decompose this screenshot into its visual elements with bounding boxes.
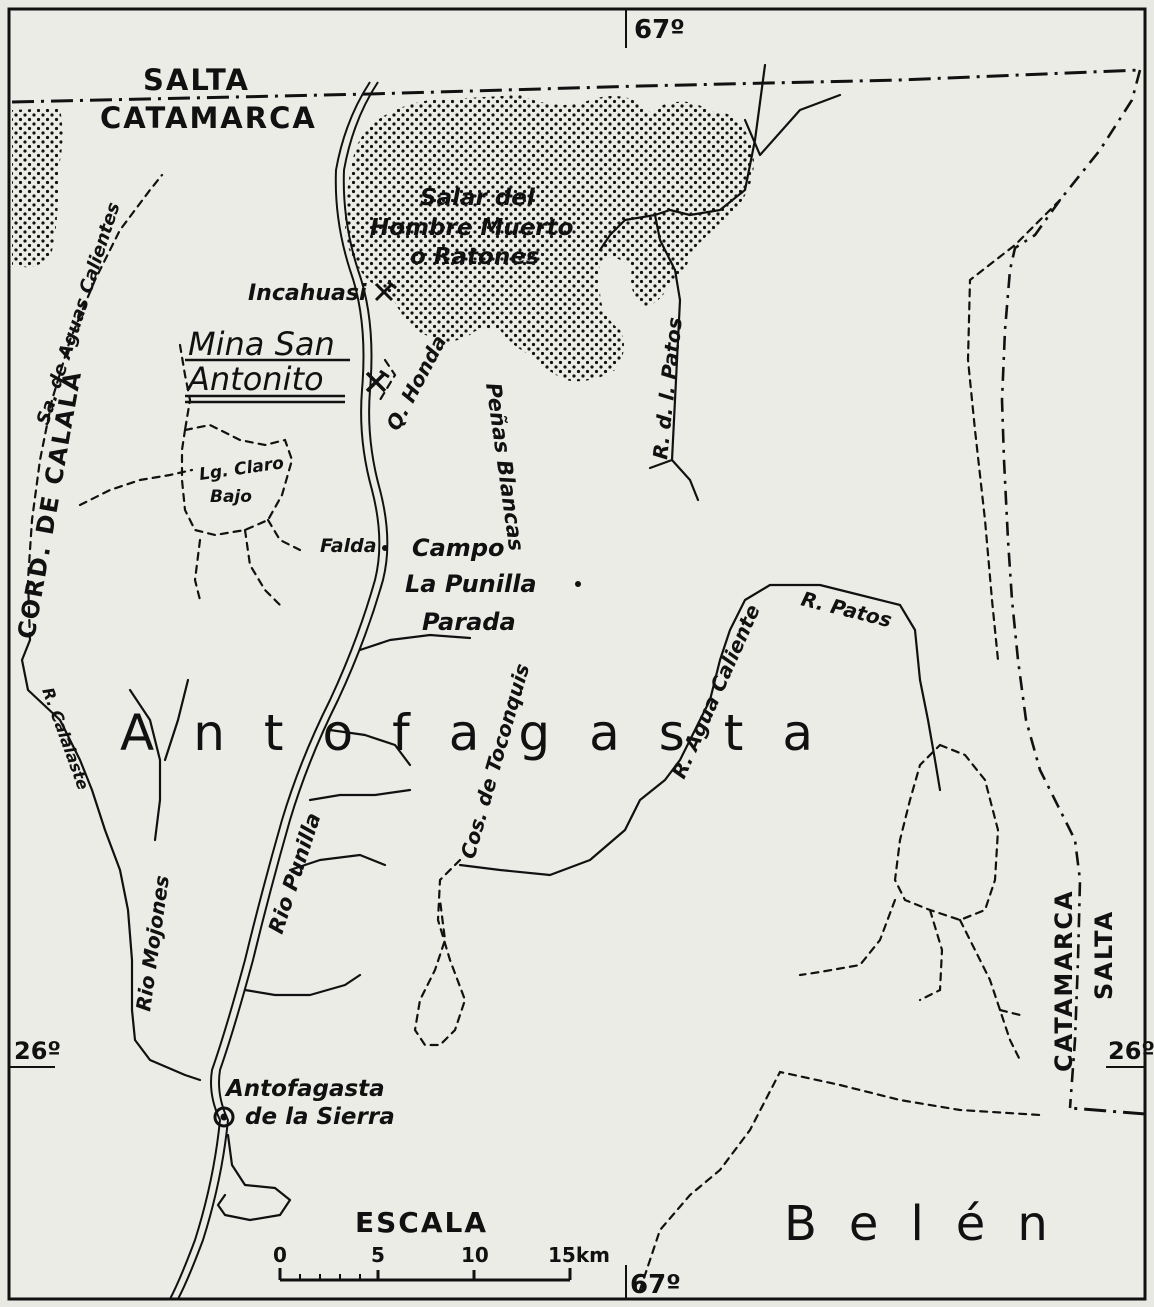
antofagasta-region-label: Antofagasta	[120, 704, 852, 762]
la-punilla-label: La Punilla	[405, 570, 537, 598]
latitude-right-label: 26º	[1108, 1037, 1154, 1065]
longitude-bottom-label: 67º	[630, 1270, 681, 1300]
mine-icon	[374, 280, 397, 302]
salta-label-right: SALTA	[1090, 910, 1118, 1000]
parada-label: Parada	[422, 608, 516, 636]
department-boundary-south	[638, 1070, 1042, 1292]
longitude-top-label: 67º	[634, 15, 685, 45]
seasonal-streams	[26, 173, 1022, 1062]
town-label-line2: de la Sierra	[245, 1104, 395, 1130]
place-dot	[575, 581, 581, 587]
belen-region-label: Belén	[784, 1196, 1080, 1252]
scale-tick-10: 10	[461, 1243, 489, 1267]
incahuasi-label: Incahuasi	[248, 281, 367, 306]
salta-label-top: SALTA	[143, 63, 250, 97]
salar-label-line2: Hombre Muerto	[370, 215, 573, 241]
salar-label-line3: o Ratones	[410, 244, 540, 270]
river-agua-caliente	[458, 583, 942, 877]
scale-tick-15: 15km	[548, 1243, 610, 1267]
department-boundary	[966, 198, 1062, 662]
catamarca-label-top: CATAMARCA	[100, 101, 317, 135]
place-dot	[382, 545, 388, 551]
salar-area	[345, 95, 754, 382]
mina-label-line2: Antonito	[186, 360, 324, 398]
river-calalaste	[20, 638, 202, 1082]
salta-catamarca-border-south	[1069, 1106, 1146, 1116]
scale-title: ESCALA	[355, 1206, 488, 1239]
salar-area-west	[12, 108, 63, 268]
main-road	[169, 81, 389, 1300]
graticule	[9, 9, 1145, 1299]
mine-icon	[365, 369, 390, 393]
rivers	[20, 63, 942, 1222]
scale-tick-5: 5	[371, 1243, 385, 1267]
town-label-line1: Antofagasta	[224, 1076, 385, 1102]
campo-label: Campo	[412, 534, 504, 562]
mina-label-line1: Mina San	[188, 325, 335, 363]
town-marker-icon	[213, 1106, 235, 1128]
salar-label-line1: Salar del	[420, 185, 536, 211]
scale-bar	[278, 1268, 572, 1282]
falda-label: Falda	[320, 535, 377, 557]
latitude-left-label: 26º	[14, 1037, 61, 1065]
salta-catamarca-border-east	[1000, 69, 1142, 1109]
river-rdl-patos	[653, 63, 767, 502]
salta-catamarca-border-north	[11, 68, 1141, 104]
catamarca-label-right: CATAMARCA	[1050, 889, 1078, 1072]
scale-tick-0: 0	[273, 1243, 287, 1267]
lg-claro-label-line2: Bajo	[210, 487, 252, 507]
river-punilla-tributary-1	[358, 633, 472, 652]
